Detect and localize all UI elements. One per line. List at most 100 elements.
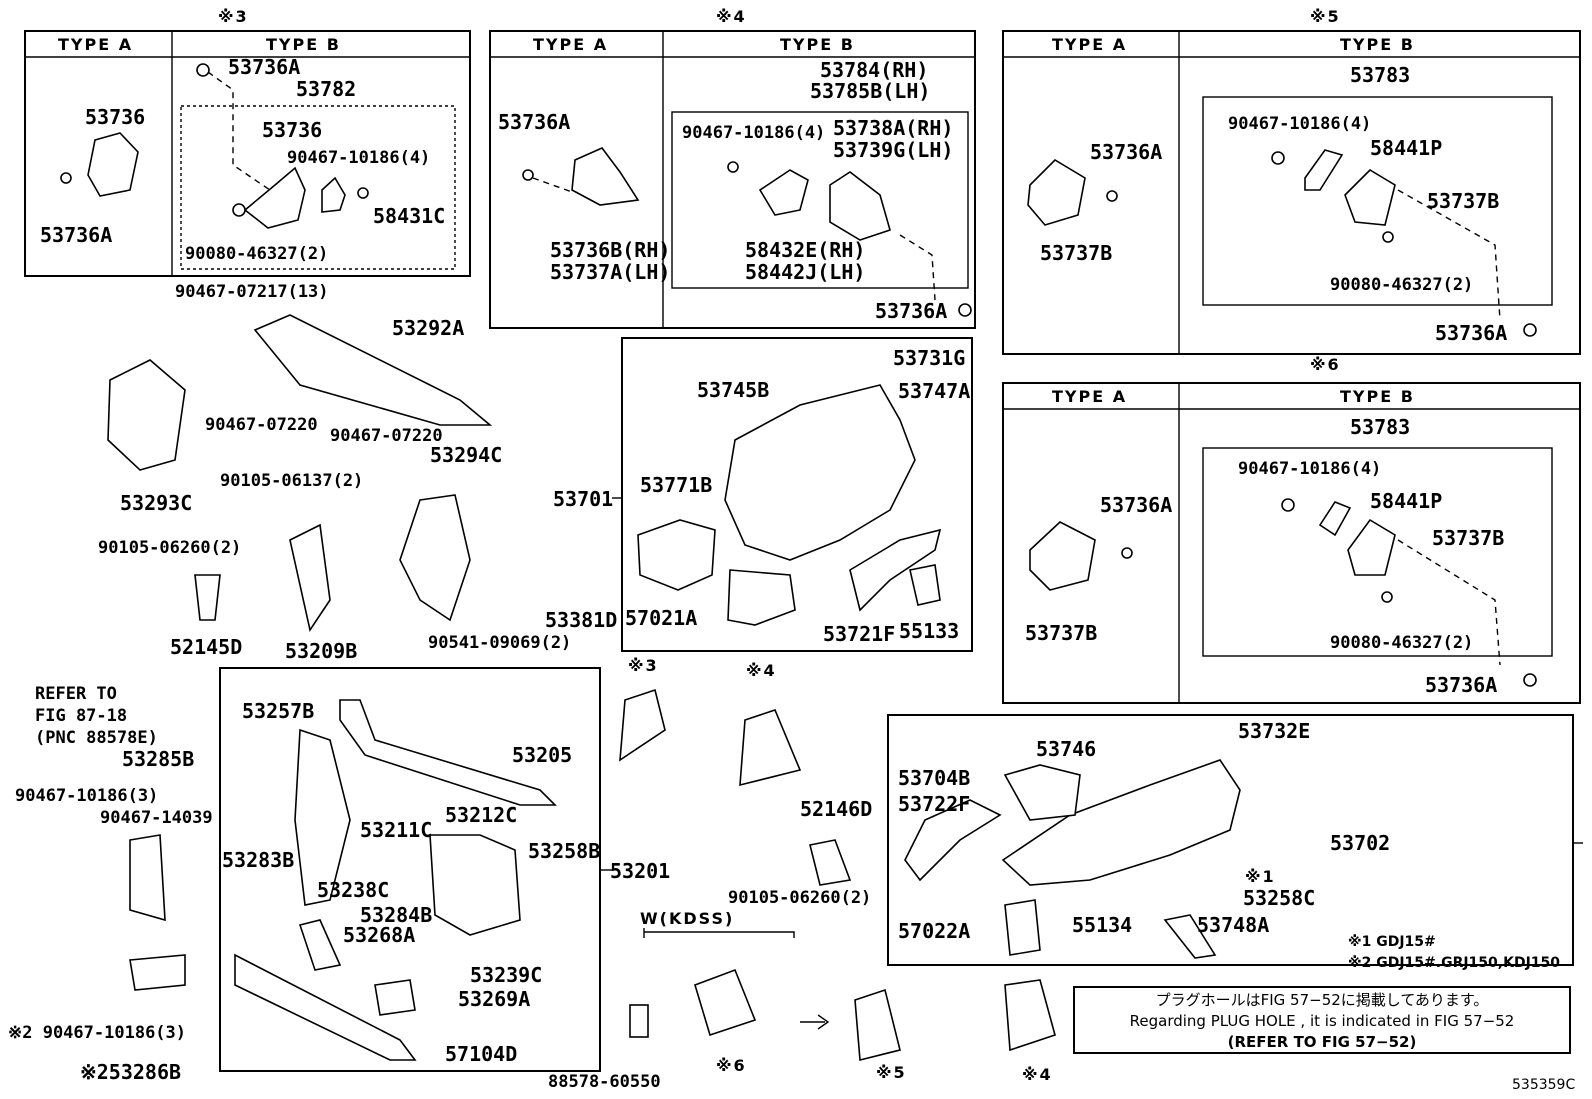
part-label: 53381D bbox=[545, 608, 617, 632]
part-label: 58431C bbox=[373, 204, 445, 228]
drawing-stroke bbox=[904, 799, 1002, 882]
drawing-stroke bbox=[294, 728, 351, 906]
part-label: 53736B(RH) bbox=[550, 238, 670, 262]
drawing-stroke bbox=[887, 714, 1574, 966]
drawing-stroke bbox=[727, 161, 739, 173]
part-labels: 53736A 53782 53736 53736 53736A 90467-10… bbox=[8, 55, 1507, 1092]
part-label: 53257B bbox=[242, 699, 314, 723]
drawing-stroke bbox=[207, 71, 271, 191]
type-box-4: ※4 TYPE A TYPE B bbox=[489, 7, 976, 329]
part-label: FIG 87-18 bbox=[35, 706, 127, 726]
part-label: TYPE A bbox=[1052, 35, 1127, 54]
part-label: 53736 bbox=[262, 118, 322, 142]
drawing-stroke bbox=[1163, 914, 1217, 959]
part-label: 53736 bbox=[85, 105, 145, 129]
drawing-stroke bbox=[489, 30, 976, 329]
drawing-stroke bbox=[232, 203, 246, 217]
part-label: 53783 bbox=[1350, 415, 1410, 439]
drawing-stroke bbox=[1002, 30, 1581, 355]
part-label: 53737A(LH) bbox=[550, 260, 670, 284]
part-52145D-shape bbox=[194, 574, 221, 621]
drawing-stroke bbox=[1002, 382, 1581, 704]
part-label: 53736A bbox=[40, 223, 112, 247]
drawing-stroke bbox=[629, 1004, 649, 1038]
part-label: 55134 bbox=[1072, 913, 1132, 937]
type-a-header: TYPE A bbox=[58, 35, 133, 54]
part-label: 53721F bbox=[823, 622, 895, 646]
drawing-stroke bbox=[532, 177, 573, 193]
part-label: 53737B bbox=[1025, 621, 1097, 645]
part-53293C-shape bbox=[107, 359, 186, 471]
drawing-stroke bbox=[1523, 323, 1537, 337]
part-label: 90080-46327(2) bbox=[1330, 633, 1473, 653]
part-label: 53747A bbox=[898, 379, 970, 403]
part-label: ※4 bbox=[716, 7, 747, 26]
part-label: 53746 bbox=[1036, 737, 1096, 761]
drawing-stroke bbox=[1304, 149, 1344, 191]
part-label: 53737B bbox=[1427, 189, 1499, 213]
part-label: 53294C bbox=[430, 443, 502, 467]
part-label: 53736A bbox=[1100, 493, 1172, 517]
part-label: 53702 bbox=[1330, 831, 1390, 855]
part-label: 53771B bbox=[640, 473, 712, 497]
part-53294C-shape bbox=[399, 494, 471, 622]
drawing-stroke bbox=[522, 169, 534, 181]
type-box-5: ※5 TYPE A TYPE B bbox=[1002, 7, 1581, 355]
part-label: 53238C bbox=[317, 878, 389, 902]
drawing-stroke bbox=[1397, 539, 1501, 666]
drawing-stroke bbox=[1202, 96, 1553, 306]
part-label: 53736A bbox=[1090, 140, 1162, 164]
part-label: ※6 bbox=[1310, 355, 1341, 374]
drawing-stroke bbox=[1001, 759, 1241, 886]
note-japanese: プラグホールはFIG 57−52に掲載してあります。 bbox=[1155, 991, 1489, 1009]
part-label: 53738A(RH) bbox=[833, 116, 953, 140]
part-label: 90467-10186(4) bbox=[287, 148, 430, 168]
part-label: ※5 bbox=[876, 1063, 907, 1082]
part-52146D-shape bbox=[809, 839, 852, 886]
part-label: (PNC 88578E) bbox=[35, 728, 158, 748]
drawing-stroke bbox=[357, 187, 369, 199]
drawing-stroke bbox=[339, 699, 557, 806]
part-label: 90467-10186(3) bbox=[15, 786, 158, 806]
drawing-stroke bbox=[1003, 764, 1081, 821]
part-label: 53283B bbox=[222, 848, 294, 872]
drawing-stroke bbox=[1523, 673, 1537, 687]
drawing-stroke bbox=[1121, 547, 1133, 559]
diagram-code: 535359C bbox=[1512, 1077, 1576, 1093]
part-label: W(KDSS) bbox=[640, 909, 734, 928]
drawing-stroke bbox=[180, 105, 456, 270]
part-label: 90541-09069(2) bbox=[428, 633, 571, 653]
footnote-1: ※1 GDJ15# bbox=[1348, 934, 1436, 950]
part-53209B-shape bbox=[289, 523, 331, 633]
part-label: ※4 bbox=[746, 661, 777, 680]
part-label: TYPE A bbox=[1052, 387, 1127, 406]
drawing-stroke bbox=[321, 176, 346, 213]
drawing-stroke bbox=[724, 384, 916, 561]
part-label: 53784(RH) bbox=[820, 58, 928, 82]
part-label: REFER TO bbox=[35, 684, 117, 704]
drawing-stroke bbox=[1344, 168, 1396, 226]
footnote-2: ※2 GDJ15#.GRJ150,KDJ150 bbox=[1348, 955, 1561, 971]
drawing-stroke bbox=[958, 303, 972, 317]
part-label: TYPE B bbox=[1340, 387, 1415, 406]
drawing-stroke bbox=[374, 979, 416, 1016]
part-label: 58442J(LH) bbox=[745, 260, 865, 284]
part-label: 53736A bbox=[875, 299, 947, 323]
part-label: 90467-10186(4) bbox=[1238, 459, 1381, 479]
part-label: 53284B bbox=[360, 903, 432, 927]
part-label: 90105-06260(2) bbox=[728, 888, 871, 908]
drawing-stroke bbox=[829, 171, 891, 241]
assembly-53701 bbox=[612, 337, 973, 652]
part-label: 90467-07220 bbox=[205, 415, 318, 435]
part-label: 53748A bbox=[1197, 913, 1269, 937]
part-label: 53269A bbox=[458, 987, 530, 1011]
drawing-stroke bbox=[1029, 521, 1096, 591]
part-label: 53258B bbox=[528, 839, 600, 863]
note-reference: (REFER TO FIG 57−52) bbox=[1227, 1033, 1417, 1051]
part-label: 88578-60550 bbox=[548, 1072, 661, 1092]
part-label: ※5 bbox=[1310, 7, 1341, 26]
part-label: 58441P bbox=[1370, 489, 1442, 513]
part-label: 57021A bbox=[625, 606, 697, 630]
drawing-stroke bbox=[1397, 189, 1501, 321]
